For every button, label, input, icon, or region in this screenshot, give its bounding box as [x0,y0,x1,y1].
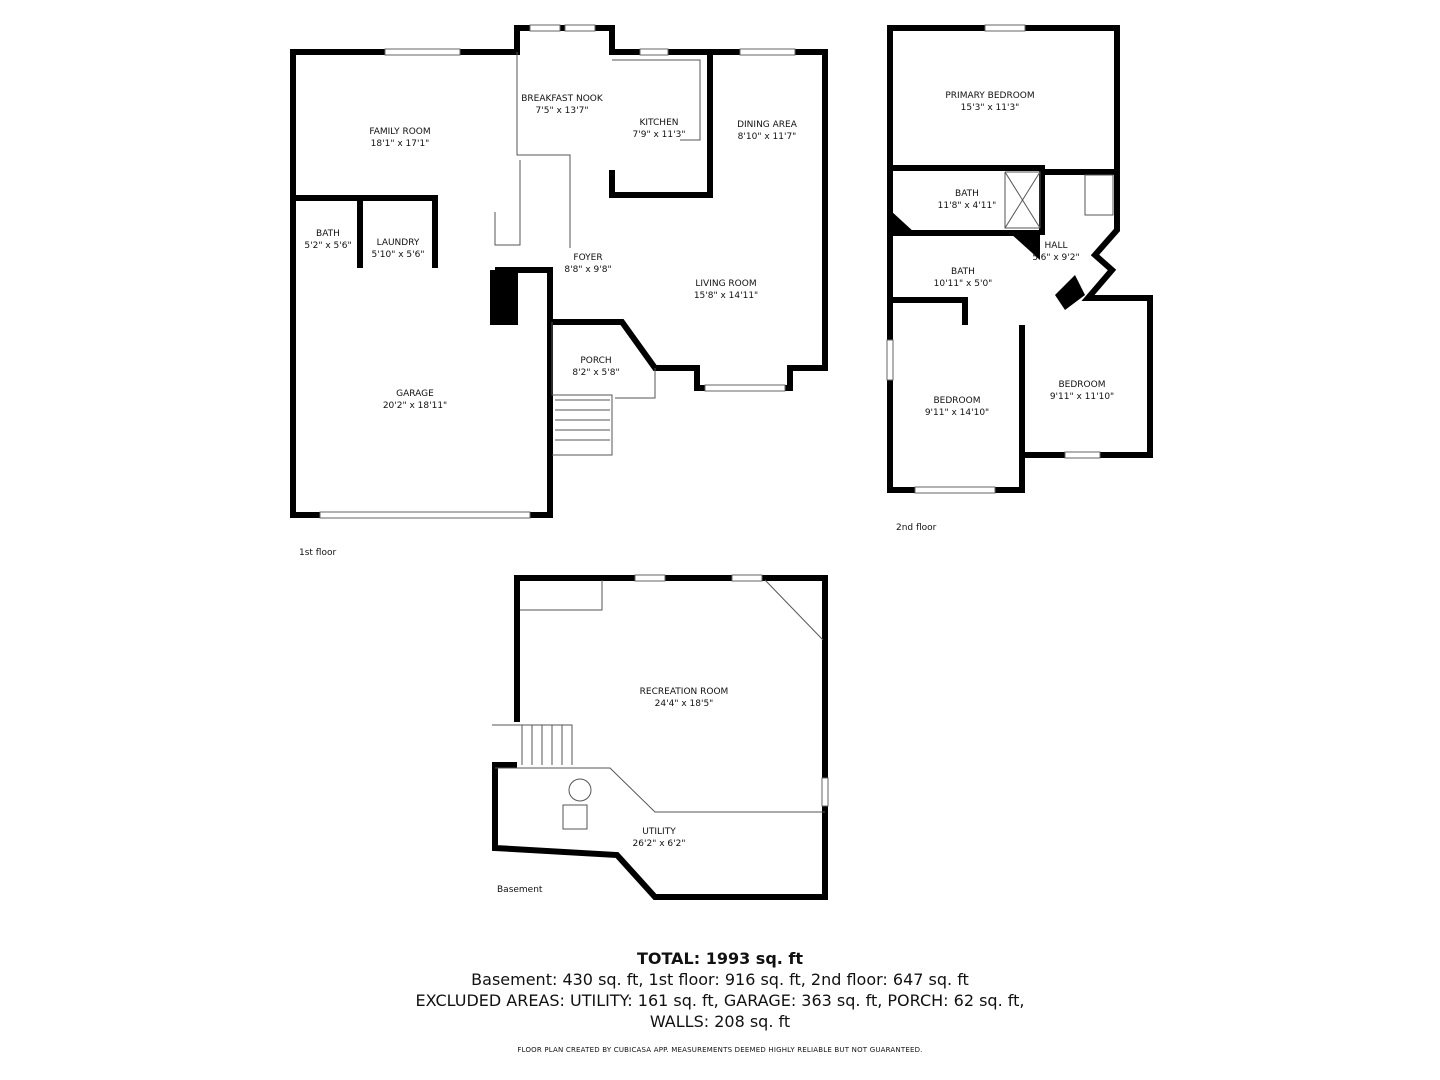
room-primary-bedroom: PRIMARY BEDROOM 15'3" x 11'3" [945,90,1034,114]
room-size: 20'2" x 18'11" [382,401,448,411]
room-primary-bath: BATH 11'8" x 4'11" [938,188,997,212]
room-name: DINING AREA [737,120,797,130]
room-size: 7'9" x 11'3" [632,130,686,140]
stair-wall-block [490,272,515,322]
room-garage: GARAGE 20'2" x 18'11" [383,388,447,412]
basement-walls [492,574,829,900]
total-area: TOTAL: 1993 sq. ft [636,949,804,968]
room-size: 15'3" x 11'3" [960,103,1020,113]
room-name: BATH [316,229,340,239]
room-utility: UTILITY 26'2" x 6'2" [633,826,686,850]
room-name: BREAKFAST NOOK [521,94,603,104]
room-dining-area: DINING AREA 8'10" x 11'7" [737,119,797,143]
room-name: RECREATION ROOM [639,687,729,697]
disclaimer: FLOOR PLAN CREATED BY CUBICASA APP. MEAS… [517,1046,923,1054]
room-name: FOYER [573,253,603,263]
room-name: BATH [955,189,979,199]
room-name: FAMILY ROOM [369,127,431,137]
room-size: 8'2" x 5'8" [572,368,620,378]
room-size: 8'10" x 11'7" [737,132,797,142]
room-name: UTILITY [642,827,676,837]
room-bedroom-2: BEDROOM 9'11" x 11'10" [1050,379,1114,403]
room-foyer: FOYER 8'8" x 9'8" [564,252,611,276]
room-name: BATH [951,267,975,277]
room-name: HALL [1044,241,1068,251]
room-size: 10'11" x 5'0" [933,279,993,289]
furnace-icon [562,804,588,830]
room-size: 7'5" x 13'7" [535,106,589,116]
floor-areas: Basement: 430 sq. ft, 1st floor: 916 sq.… [471,970,969,989]
room-size: 24'4" x 18'5" [654,699,714,709]
room-recreation-room: RECREATION ROOM 24'4" x 18'5" [640,686,729,710]
room-kitchen: KITCHEN 7'9" x 11'3" [633,117,686,141]
floor-label-basement: Basement [497,885,543,895]
walls-area: WALLS: 208 sq. ft [649,1012,791,1031]
room-name: BEDROOM [933,396,981,406]
room-living-room: LIVING ROOM 15'8" x 14'11" [694,278,758,302]
room-size: 5'10" x 5'6" [371,250,425,260]
room-family-room: FAMILY ROOM 18'1" x 17'1" [369,126,430,150]
room-size: 5'2" x 5'6" [304,241,352,251]
excluded-areas: EXCLUDED AREAS: UTILITY: 161 sq. ft, GAR… [415,991,1025,1010]
room-size: 18'1" x 17'1" [370,139,430,149]
room-hall: HALL 5'6" x 9'2" [1032,240,1079,264]
room-size: 5'6" x 9'2" [1032,253,1080,263]
room-size: 9'11" x 14'10" [924,408,990,418]
second-floor-walls [886,24,1153,494]
room-name: BEDROOM [1058,380,1106,390]
area-summary: TOTAL: 1993 sq. ft Basement: 430 sq. ft,… [0,948,1440,1032]
room-name: PRIMARY BEDROOM [945,91,1035,101]
water-heater-icon [568,778,592,802]
room-size: 9'11" x 11'10" [1049,392,1115,402]
first-floor-walls [290,24,828,519]
room-name: LAUNDRY [376,238,420,248]
room-bath: BATH 5'2" x 5'6" [304,228,351,252]
room-size: 15'8" x 14'11" [693,291,759,301]
room-name: LIVING ROOM [695,279,757,289]
room-name: PORCH [580,356,612,366]
room-size: 26'2" x 6'2" [632,839,686,849]
room-name: KITCHEN [639,118,679,128]
room-hall-bath: BATH 10'11" x 5'0" [934,266,993,290]
room-bedroom-1: BEDROOM 9'11" x 14'10" [925,395,989,419]
room-laundry: LAUNDRY 5'10" x 5'6" [372,237,425,261]
room-name: GARAGE [396,389,434,399]
room-size: 11'8" x 4'11" [937,201,997,211]
floor-label-second: 2nd floor [896,523,937,533]
room-porch: PORCH 8'2" x 5'8" [572,355,619,379]
room-size: 8'8" x 9'8" [564,265,612,275]
room-breakfast-nook: BREAKFAST NOOK 7'5" x 13'7" [521,93,603,117]
floor-label-first: 1st floor [299,548,337,558]
